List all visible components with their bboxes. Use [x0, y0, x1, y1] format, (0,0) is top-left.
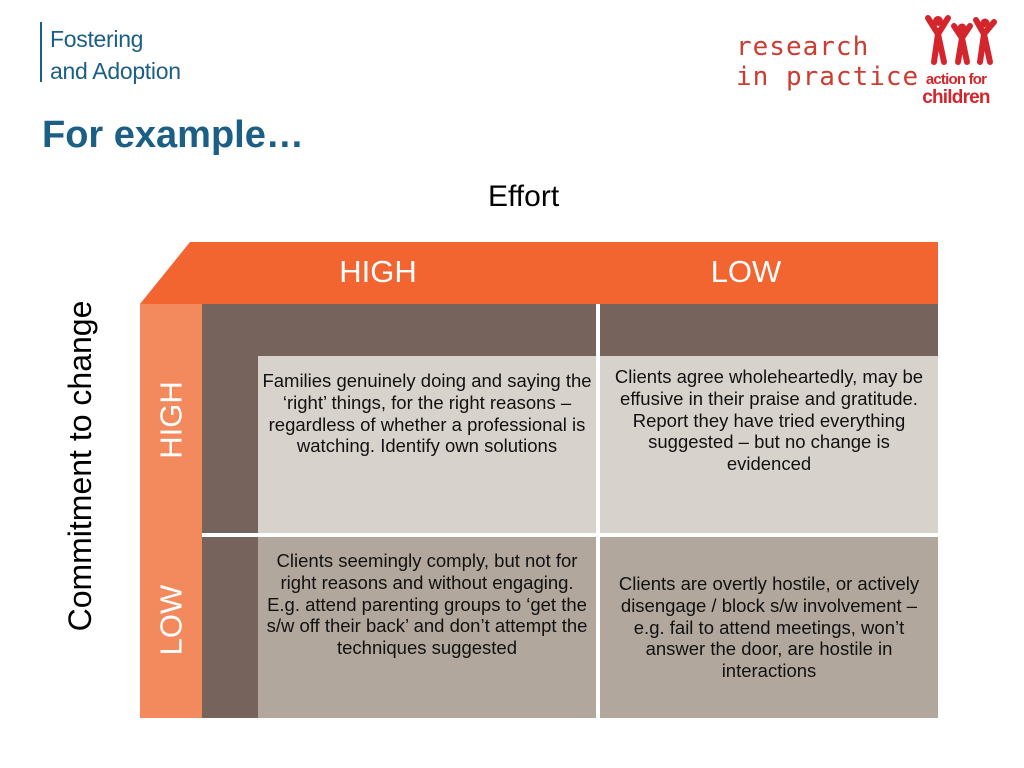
cell-text: Clients agree wholeheartedly, may be eff…: [614, 366, 924, 475]
brand-afc-line2: children: [922, 87, 990, 108]
cell-low-commitment-high-effort: Clients seemingly comply, but not for ri…: [258, 537, 596, 718]
cell-high-commitment-low-effort: Clients agree wholeheartedly, may be eff…: [600, 356, 938, 533]
matrix-divider-vertical: [596, 304, 600, 718]
brand-divider: [40, 22, 42, 82]
cell-text: Clients are overtly hostile, or actively…: [618, 572, 920, 682]
cell-text: Clients seemingly comply, but not for ri…: [266, 550, 588, 659]
cell-low-commitment-low-effort: Clients are overtly hostile, or actively…: [600, 537, 938, 718]
cell-text: Families genuinely doing and saying the …: [262, 370, 592, 457]
x-axis-label: Effort: [488, 180, 560, 213]
brand-research-line1: research: [736, 32, 870, 62]
column-label-high: HIGH: [339, 254, 417, 289]
brand-fostering-line2: and Adoption: [50, 58, 181, 84]
brand-afc-line1: action for: [925, 71, 987, 88]
brand-fostering-line1: Fostering: [50, 26, 144, 52]
matrix-divider-horizontal: [202, 533, 938, 537]
brand-research-line2: in practice: [736, 62, 920, 92]
row-label-high: HIGH: [153, 381, 189, 459]
row-label-low: LOW: [153, 584, 189, 656]
row-header-band: [140, 304, 202, 718]
column-header-band: [140, 242, 938, 304]
column-label-low: LOW: [710, 254, 782, 289]
page-title: For example…: [42, 114, 304, 156]
action-for-children-logo-icon: [925, 15, 997, 65]
cell-high-commitment-high-effort: Families genuinely doing and saying the …: [258, 356, 596, 533]
